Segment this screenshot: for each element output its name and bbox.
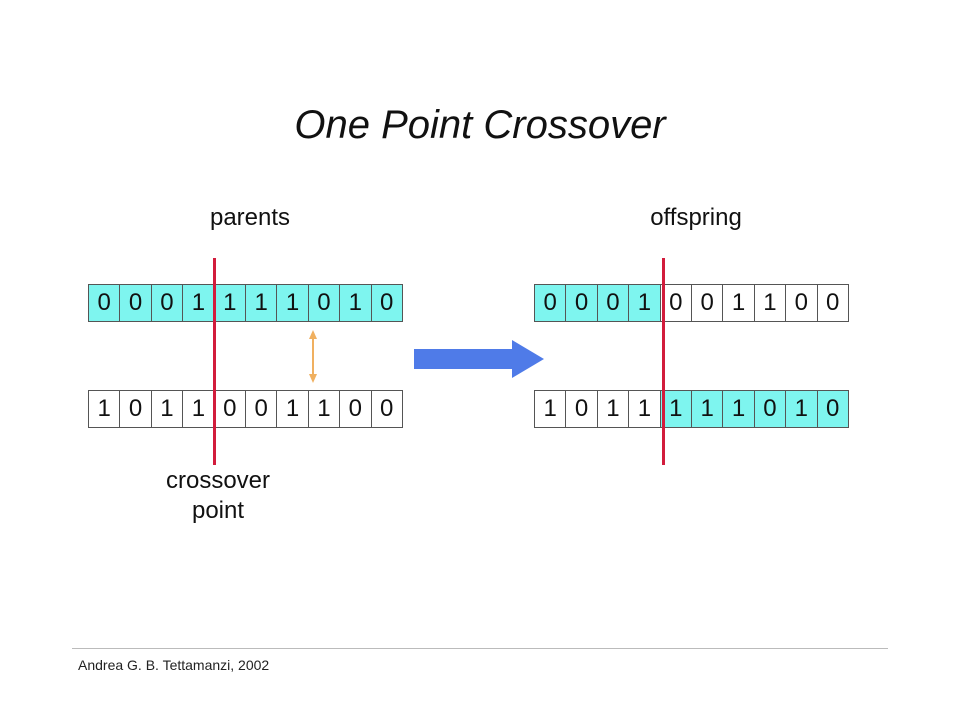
gene-cell: 0 (816, 390, 849, 428)
gene-cell: 1 (213, 284, 246, 322)
gene-cell: 1 (628, 284, 661, 322)
gene-cell: 0 (753, 390, 787, 428)
parents-label: parents (209, 204, 291, 231)
gene-cell: 0 (816, 284, 849, 322)
gene-cell: 0 (88, 284, 121, 322)
gene-cell: 0 (565, 284, 598, 322)
gene-cell: 0 (370, 390, 403, 428)
gene-cell: 0 (596, 284, 630, 322)
gene-cell: 1 (182, 390, 215, 428)
gene-cell: 1 (596, 390, 630, 428)
crossover-line-offspring (662, 258, 665, 465)
gene-cell: 0 (339, 390, 372, 428)
crossover-line-parents (213, 258, 216, 465)
gene-cell: 1 (276, 390, 309, 428)
footer-divider (72, 648, 888, 649)
gene-cell: 1 (307, 390, 341, 428)
gene-cell: 1 (753, 284, 787, 322)
gene-cell: 0 (370, 284, 403, 322)
gene-cell: 1 (722, 284, 755, 322)
gene-cell: 1 (785, 390, 818, 428)
offspring-label: offspring (650, 204, 742, 231)
slide-title: One Point Crossover (294, 103, 666, 147)
gene-cell: 1 (339, 284, 372, 322)
footer-credit: Andrea G. B. Tettamanzi, 2002 (78, 657, 270, 673)
crossover-point-label: crossover point (165, 467, 271, 524)
gene-cell: 1 (722, 390, 755, 428)
gene-cell: 1 (88, 390, 121, 428)
transform-arrow-icon (414, 340, 544, 378)
gene-cell: 1 (244, 284, 278, 322)
gene-cell: 1 (534, 390, 567, 428)
swap-arrow-icon (309, 330, 317, 383)
gene-cell: 0 (119, 390, 152, 428)
gene-cell: 1 (628, 390, 661, 428)
gene-cell: 1 (276, 284, 309, 322)
